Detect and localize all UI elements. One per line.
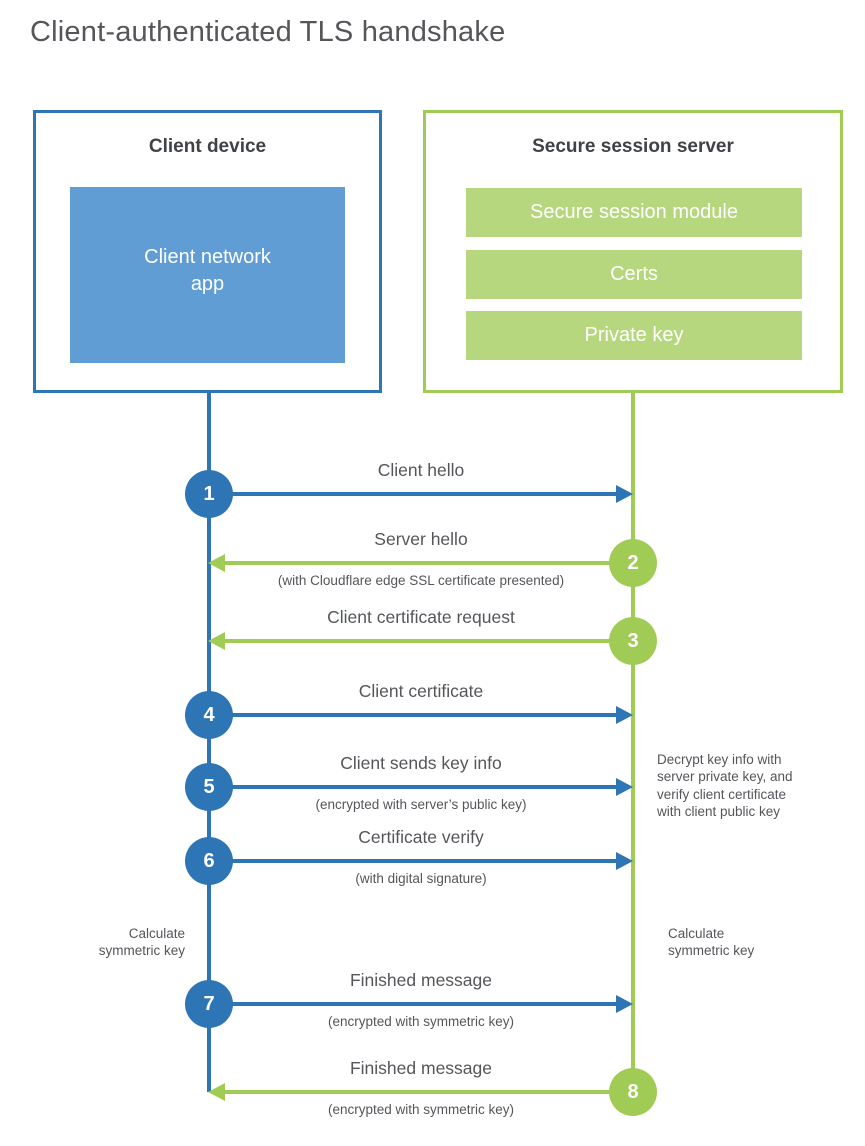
arrowhead-right-icon [616,778,633,796]
note-client-calculate-symmetric-key: Calculate symmetric key [98,926,185,959]
arrow-server-to-client [224,561,610,565]
step-number-badge: 8 [609,1068,657,1116]
step-number-badge: 3 [609,617,657,665]
note-server-decrypt: Decrypt key info with server private key… [657,752,793,819]
step-sublabel: (encrypted with symmetric key) [327,1102,515,1117]
step-sublabel: (encrypted with server’s public key) [315,797,527,812]
arrow-server-to-client [224,1090,610,1094]
client-device-title: Client device [148,136,267,157]
arrow-client-to-server [230,713,618,717]
step-label: Certificate verify [358,827,484,847]
step-number-badge: 2 [609,539,657,587]
step-number-badge: 5 [185,763,233,811]
server-module-certs: Certs [466,250,802,299]
step-label: Client hello [377,460,465,480]
step-label: Finished message [349,1058,493,1078]
secure-session-server-title: Secure session server [532,136,734,157]
arrowhead-left-icon [208,632,225,650]
step-number-badge: 6 [185,837,233,885]
step-label: Finished message [349,970,493,990]
step-sublabel: (with Cloudflare edge SSL certificate pr… [277,573,565,588]
step-label: Client certificate request [327,607,515,627]
arrowhead-left-icon [208,1083,225,1101]
arrowhead-left-icon [208,554,225,572]
step-number-badge: 7 [185,980,233,1028]
step-number-badge: 1 [185,470,233,518]
arrowhead-right-icon [616,852,633,870]
client-lifeline [207,390,211,1092]
arrow-client-to-server [230,492,618,496]
arrowhead-right-icon [616,485,633,503]
arrowhead-right-icon [616,995,633,1013]
server-module-private-key: Private key [466,311,802,360]
server-lifeline [631,390,635,1093]
arrow-client-to-server [230,1002,618,1006]
arrowhead-right-icon [616,706,633,724]
note-server-calculate-symmetric-key: Calculate symmetric key [668,926,755,959]
arrow-client-to-server [230,859,618,863]
step-sublabel: (with digital signature) [355,871,487,886]
step-label: Client certificate [358,681,484,701]
arrow-client-to-server [230,785,618,789]
step-label: Client sends key info [340,753,502,773]
client-network-app-block: Client network app [70,187,345,363]
arrow-server-to-client [224,639,610,643]
step-number-badge: 4 [185,691,233,739]
server-module-secure-session: Secure session module [466,188,802,237]
page-title: Client-authenticated TLS handshake [30,16,506,48]
step-label: Server hello [374,529,468,549]
step-sublabel: (encrypted with symmetric key) [327,1014,515,1029]
